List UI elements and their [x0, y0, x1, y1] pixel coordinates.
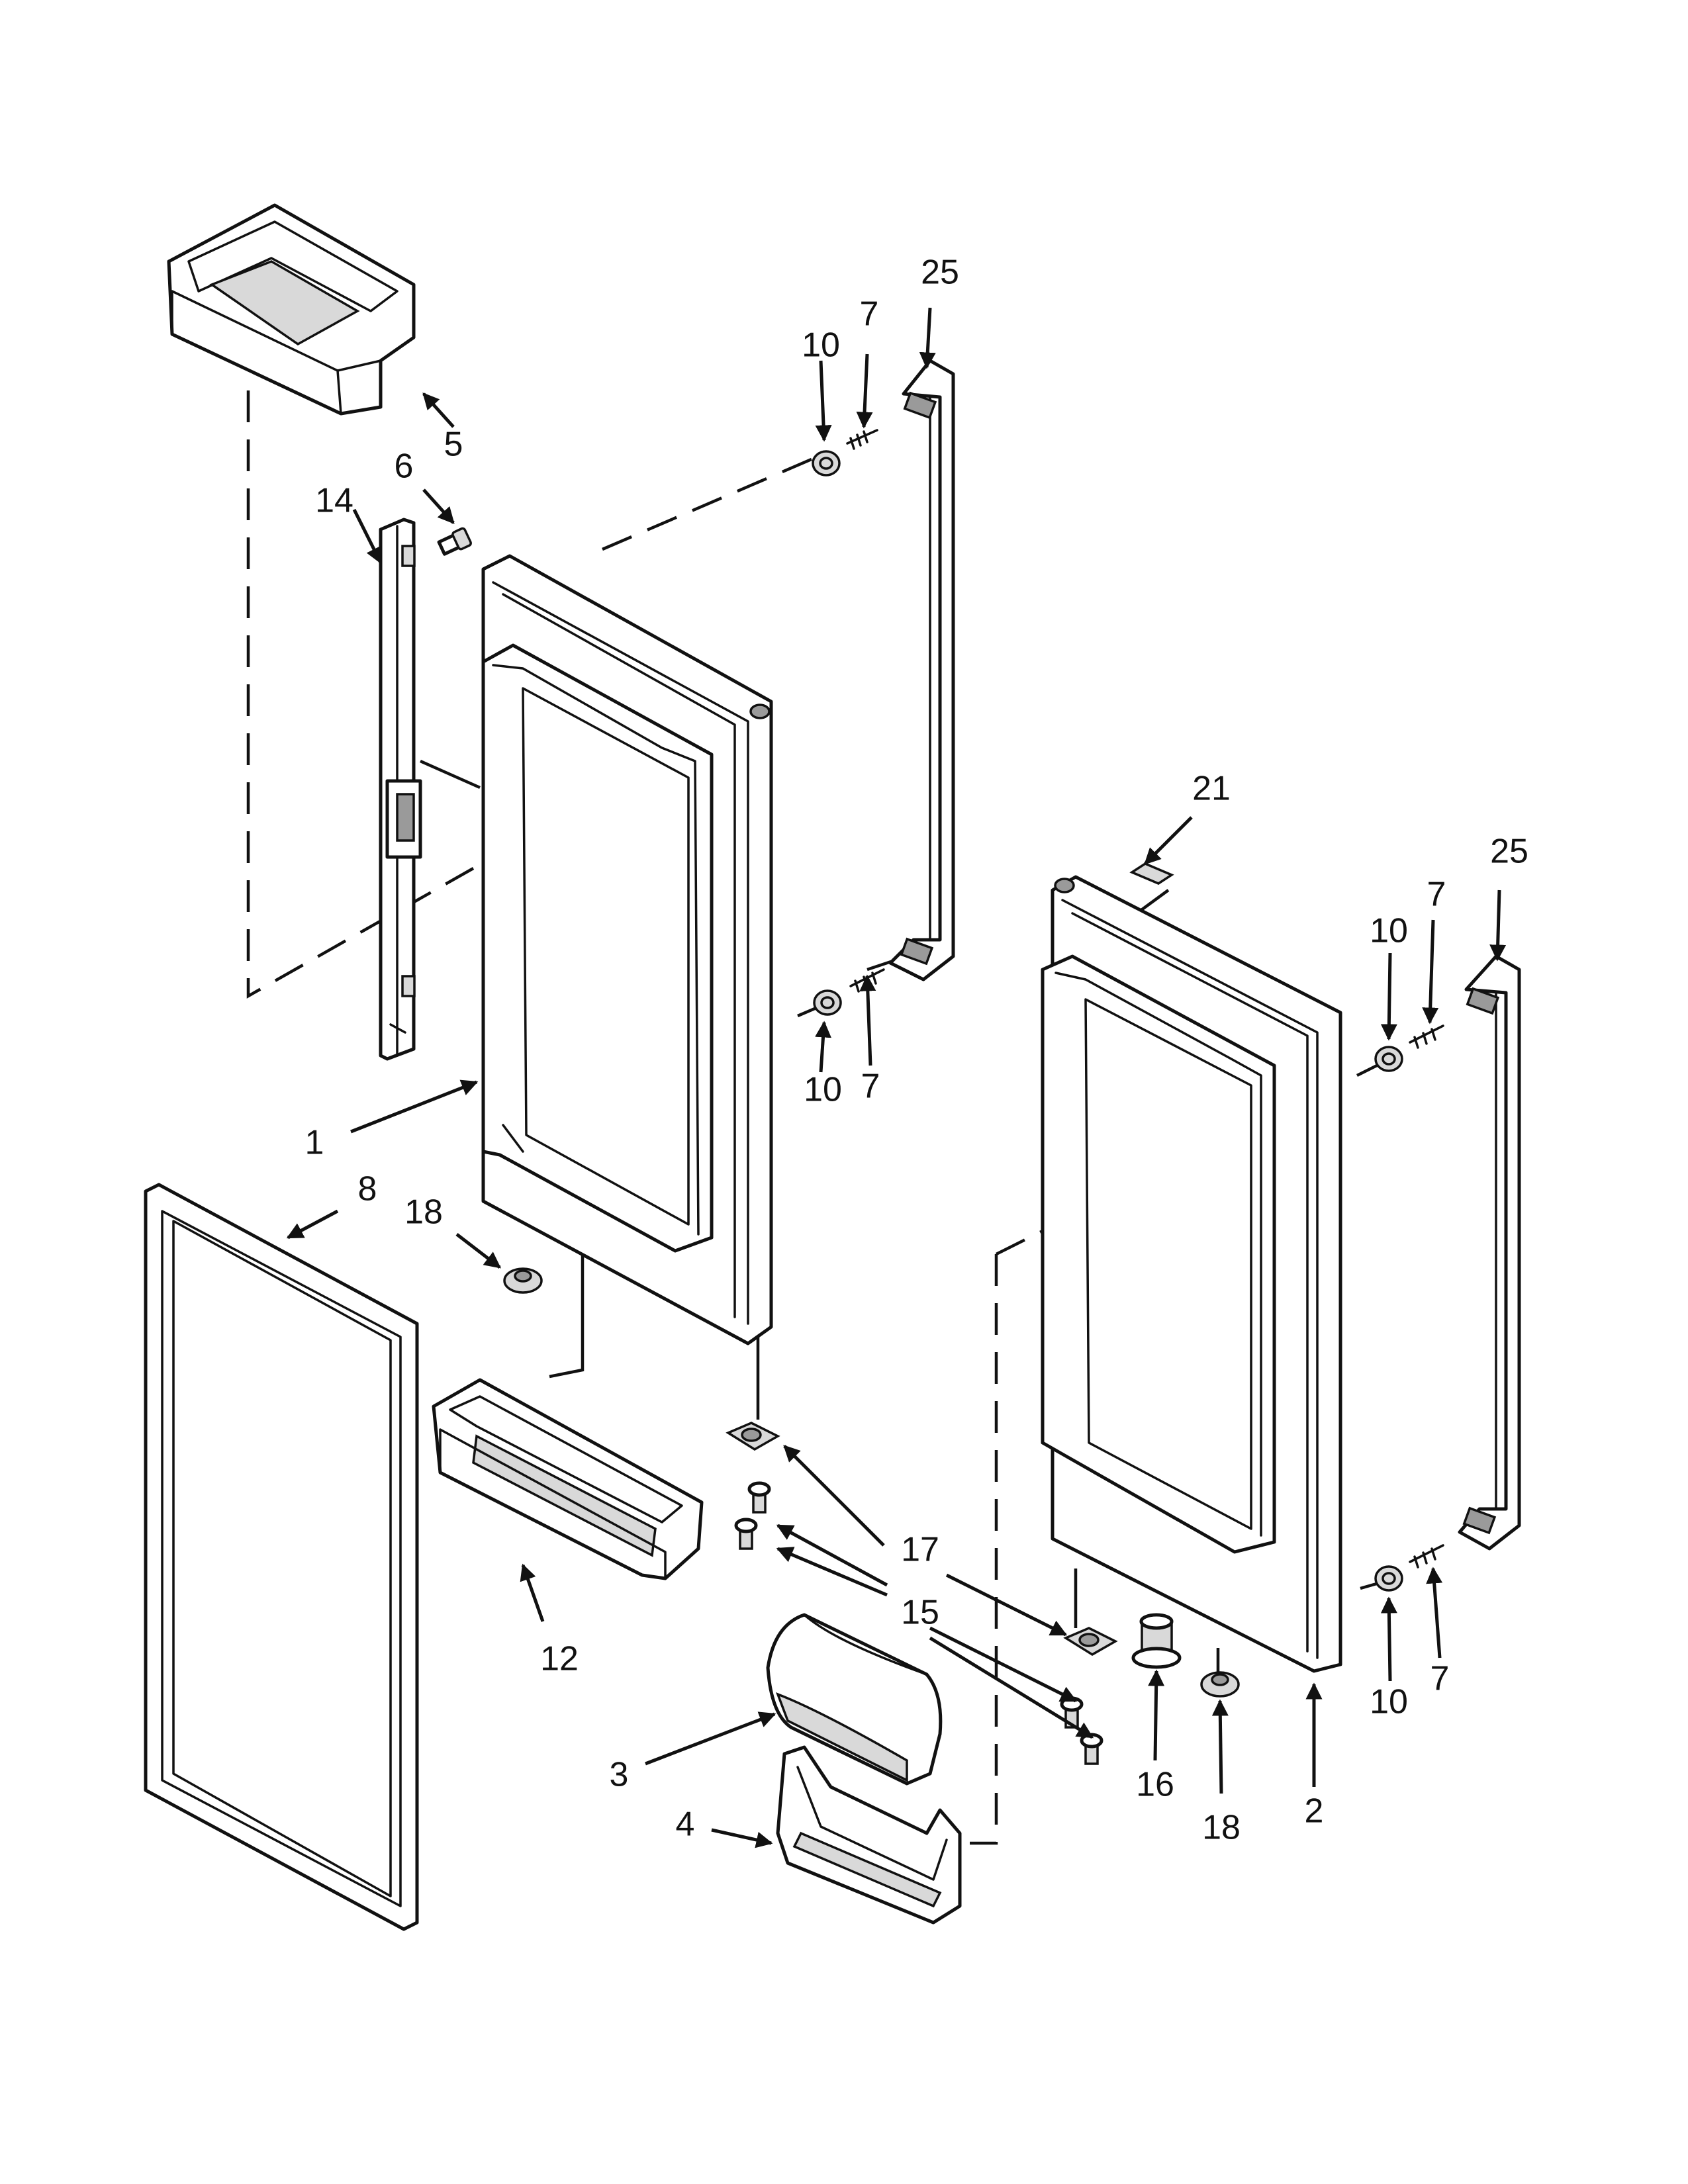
door-gasket: [144, 1183, 419, 1931]
callout-12: 12: [540, 1640, 579, 1678]
callout-4: 4: [676, 1805, 695, 1844]
right-door-handle: [1458, 954, 1521, 1551]
callout-21: 21: [1192, 770, 1231, 808]
callout-16: 16: [1136, 1766, 1174, 1804]
callout-17: 17: [901, 1531, 939, 1569]
callout-18-right: 18: [1202, 1809, 1241, 1847]
callout-labels: 1 2 3 4 5 6 7 7 7 7 8 10 10 10 10 12 14 …: [305, 253, 1528, 1847]
callout-5: 5: [444, 426, 463, 464]
callout-6: 6: [395, 447, 414, 486]
door-label: [1129, 862, 1174, 885]
handle-fasteners-lower-left: [813, 968, 885, 1016]
callout-10-lower-left: 10: [804, 1071, 842, 1109]
screws-left: [734, 1481, 771, 1550]
hinge-bushing: [1131, 1613, 1182, 1669]
callout-25-left: 25: [921, 253, 959, 292]
callout-7-lower-left: 7: [861, 1068, 880, 1106]
screw: [437, 527, 472, 556]
plug-left: [503, 1267, 543, 1294]
callout-3: 3: [610, 1756, 629, 1794]
callout-18-left: 18: [404, 1193, 443, 1232]
callout-10-upper-left: 10: [802, 326, 840, 365]
callout-8: 8: [358, 1170, 377, 1208]
hinge-right: [1063, 1627, 1118, 1657]
door-hinge-strip: [379, 518, 422, 1061]
callout-15: 15: [901, 1594, 939, 1632]
upper-door-bin: [167, 203, 416, 416]
callout-7-upper-left: 7: [860, 295, 879, 334]
right-door: [1041, 875, 1342, 1673]
callout-1: 1: [305, 1124, 324, 1162]
lower-door-bin: [432, 1378, 704, 1580]
dispenser-cover: [766, 1613, 943, 1786]
left-door: [481, 554, 773, 1345]
callout-7-upper-right: 7: [1427, 876, 1446, 914]
left-door-handle: [888, 359, 955, 981]
hinge-left: [726, 1422, 780, 1451]
handle-fasteners-upper-left: [812, 429, 878, 477]
dispenser-tray: [776, 1745, 962, 1925]
callout-arrows: [286, 307, 1507, 1848]
callout-2: 2: [1305, 1792, 1324, 1831]
handle-fasteners-lower-right: [1374, 1544, 1444, 1592]
plug-right: [1200, 1671, 1240, 1698]
handle-fasteners-upper-right: [1374, 1024, 1444, 1072]
callout-10-lower-right: 10: [1370, 1683, 1408, 1721]
callout-25-right: 25: [1490, 833, 1528, 871]
callout-14: 14: [315, 482, 353, 520]
callout-10-upper-right: 10: [1370, 912, 1408, 950]
callout-7-lower-right: 7: [1430, 1660, 1450, 1698]
